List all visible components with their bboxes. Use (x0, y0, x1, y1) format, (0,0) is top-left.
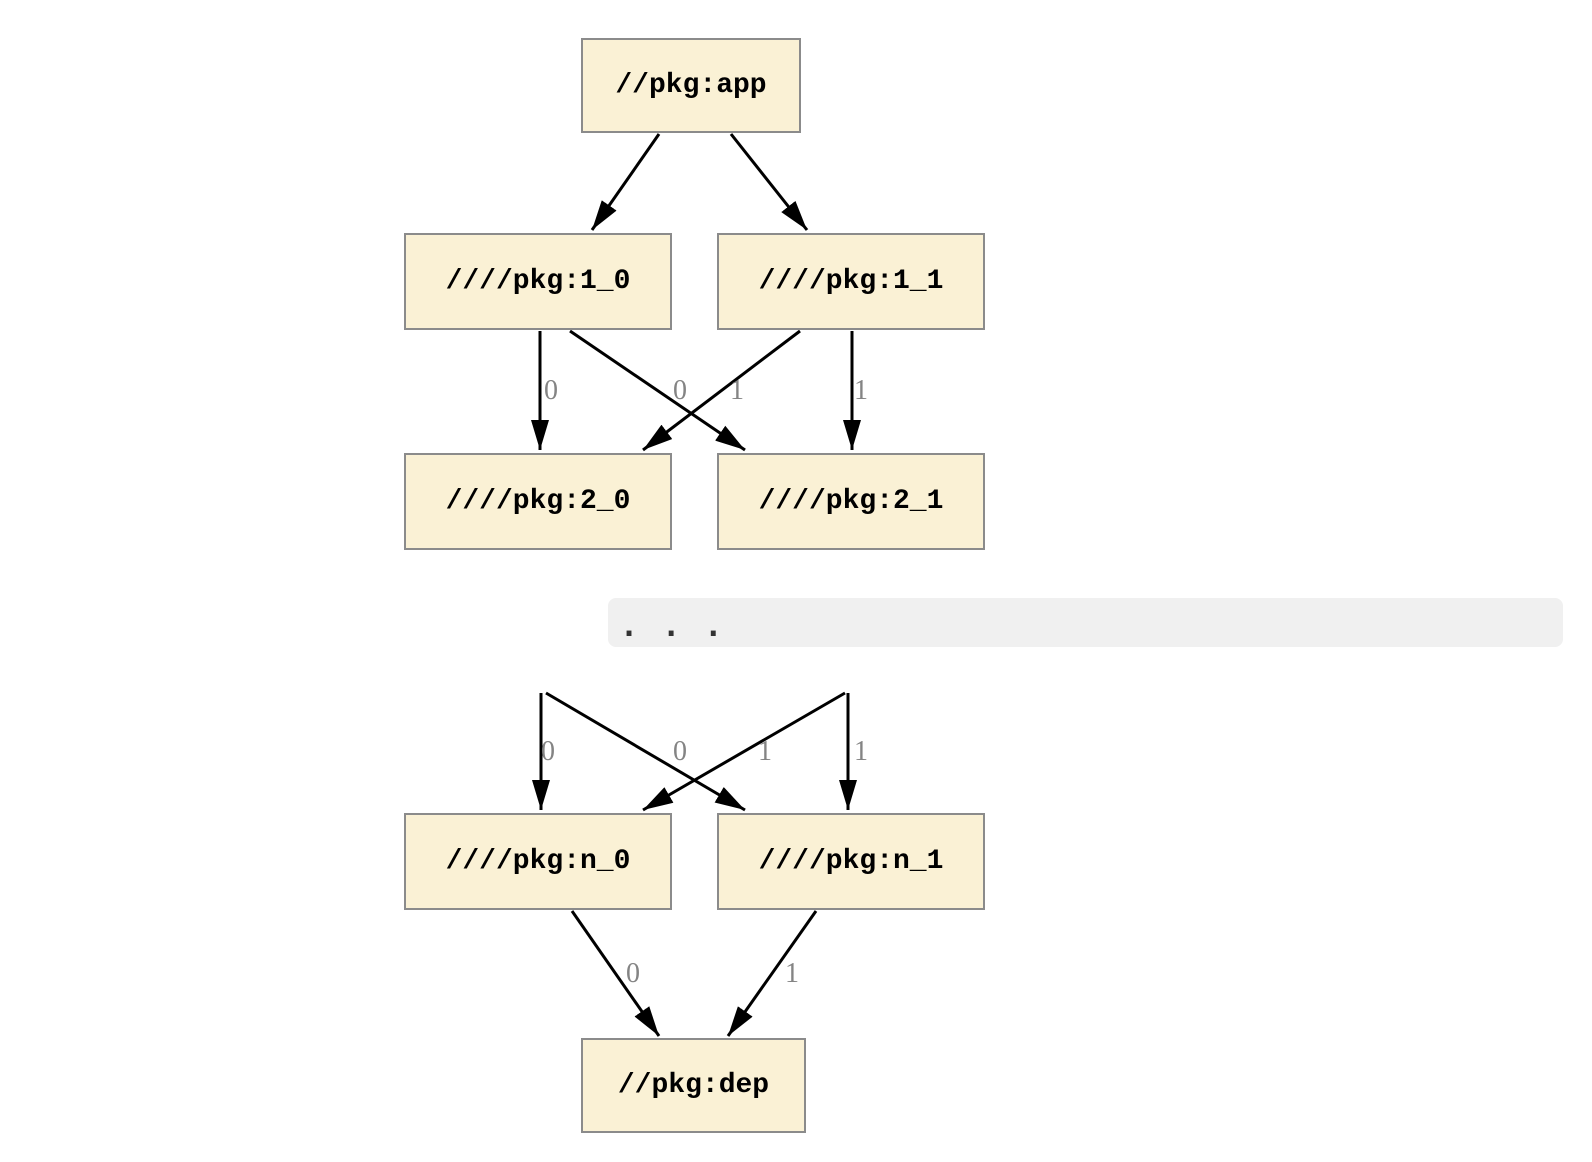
edge-hidden-right-to-n_0 (642, 691, 846, 812)
node-pkg-app: //pkg:app (581, 38, 801, 133)
node-pkg-dep: //pkg:dep (581, 1038, 806, 1133)
edge-label-1_1-2_1: 1 (854, 375, 868, 406)
edge-1_0-to-2_1 (569, 329, 746, 452)
edge-label-1_0-2_0: 0 (544, 375, 558, 406)
edge-hidden-left-to-n_1 (545, 691, 746, 812)
edge-label-hr-n_0: 1 (758, 736, 772, 767)
edge-label-n_0-dep: 0 (626, 958, 640, 989)
edge-label-1_0-2_1: 0 (673, 375, 687, 406)
ellipsis-label: . . . (620, 608, 726, 644)
edge-app-to-1_0 (590, 133, 661, 231)
node-pkg-2-1: ////pkg:2_1 (717, 453, 985, 550)
node-pkg-1-0: ////pkg:1_0 (404, 233, 672, 330)
ellipsis-band: . . . (608, 598, 1563, 647)
edge-1_1-to-2_0 (642, 329, 801, 452)
edge-label-hl-n_0: 0 (541, 736, 555, 767)
edge-label-hl-n_1: 0 (673, 736, 687, 767)
edge-label-n_1-dep: 1 (785, 958, 799, 989)
edge-n_0-to-dep (570, 910, 661, 1037)
edge-app-to-1_1 (729, 133, 809, 231)
edge-label-hr-n_1: 1 (854, 736, 868, 767)
edge-label-1_1-2_0: 1 (730, 375, 744, 406)
node-pkg-n-0: ////pkg:n_0 (404, 813, 672, 910)
node-pkg-1-1: ////pkg:1_1 (717, 233, 985, 330)
node-pkg-2-0: ////pkg:2_0 (404, 453, 672, 550)
node-pkg-n-1: ////pkg:n_1 (717, 813, 985, 910)
edge-n_1-to-dep (726, 910, 818, 1037)
